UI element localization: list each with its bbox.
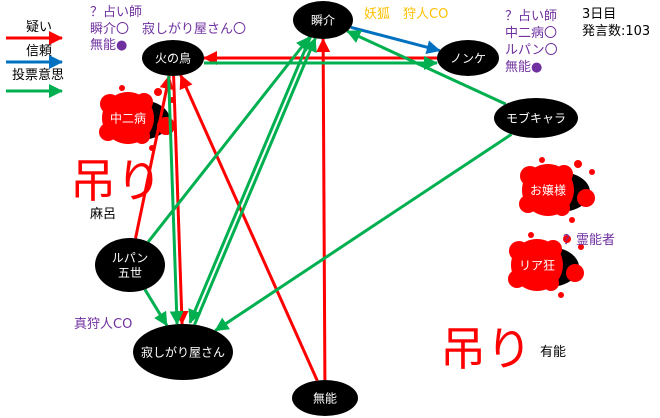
node-ojou[interactable] (519, 157, 595, 223)
edge-doubt-hinotori-to-sabishi (172, 75, 189, 326)
node-ellipse (293, 1, 353, 39)
node-ellipse (494, 98, 578, 138)
edge-vote-hinotori-to-sabishi (167, 76, 184, 326)
hanged-mark-1: 吊り (70, 154, 162, 208)
edge-vote-mob-to-shunsuke (346, 29, 507, 106)
edge-doubt-munou-to-hinotori (179, 74, 319, 382)
node-label-riakyo: リア狂 (518, 258, 556, 273)
node-label-lupin: ルパン五世 (111, 251, 149, 280)
node-label-munou: 無能 (312, 391, 338, 406)
node-label-sabishi: 寂しがり屋さん (140, 345, 226, 360)
hanged-name-1: 麻呂 (90, 207, 117, 222)
node-nonke[interactable] (437, 40, 499, 76)
node-ellipse (133, 324, 233, 380)
node-sabishi[interactable] (133, 324, 233, 380)
node-label-nonke: ノンケ (449, 51, 487, 66)
sabishi-co-note: 真狩人CO (74, 317, 133, 332)
legend-vote-label: 投票意思 (12, 68, 65, 83)
edge-vote-lupin-to-shunsuke (146, 36, 311, 243)
blood-splat-icon (519, 157, 595, 223)
node-ellipse (142, 40, 204, 76)
node-ellipse (95, 238, 165, 292)
hinotori-note-2: 無能● (90, 38, 128, 53)
hanged-mark-2: 吊り (440, 322, 532, 376)
shunsuke-co-note: 妖狐 狩人CO (364, 7, 449, 22)
node-ellipse (292, 380, 358, 416)
edge-vote-sabishi-to-shunsuke (193, 37, 317, 326)
node-label-mob: モブキャラ (505, 111, 567, 126)
edge-doubt-lupin-to-hinotori (134, 74, 174, 239)
blood-splat-icon (508, 232, 584, 298)
node-label-ojou: お嬢様 (529, 183, 567, 198)
node-shunsuke[interactable] (293, 1, 353, 39)
node-munou[interactable] (292, 380, 358, 416)
edge-vote-lupin-to-sabishi (143, 288, 169, 327)
node-hinotori[interactable] (142, 40, 204, 76)
day-label: 3日目 (582, 7, 617, 22)
nonke-note-1: 中二病〇 (505, 26, 558, 41)
node-riakyo[interactable] (508, 232, 584, 298)
post-count: 発言数:103 (582, 24, 651, 39)
edge-vote-mob-to-sabishi (214, 132, 513, 332)
hanged-name-2: 有能 (540, 345, 567, 360)
node-lupin[interactable] (95, 238, 165, 292)
hinotori-note-0: ？占い師 (90, 5, 143, 20)
nonke-note-3: 無能● (505, 60, 543, 75)
node-label-hinotori: 火の鳥 (154, 51, 192, 66)
nonke-note-2: ルパン〇 (505, 43, 558, 58)
node-mob[interactable] (494, 98, 578, 138)
legend-doubt-label: 疑い (26, 20, 53, 35)
edge-trust-shunsuke-to-nonke (350, 25, 441, 55)
node-label-chuni: 中二病 (109, 111, 147, 126)
nonke-note-0: ？占い師 (505, 9, 558, 24)
node-label-shunsuke: 瞬介 (310, 13, 336, 28)
riakyo-co-note: ？霊能者 (563, 233, 616, 248)
legend-trust-label: 信頼 (26, 44, 53, 59)
hinotori-note-1: 瞬介〇 寂しがり屋さん〇 (90, 22, 247, 37)
edge-vote-shunsuke-to-sabishi (188, 35, 313, 324)
node-ellipse (437, 40, 499, 76)
edge-doubt-munou-to-shunsuke (316, 37, 331, 381)
